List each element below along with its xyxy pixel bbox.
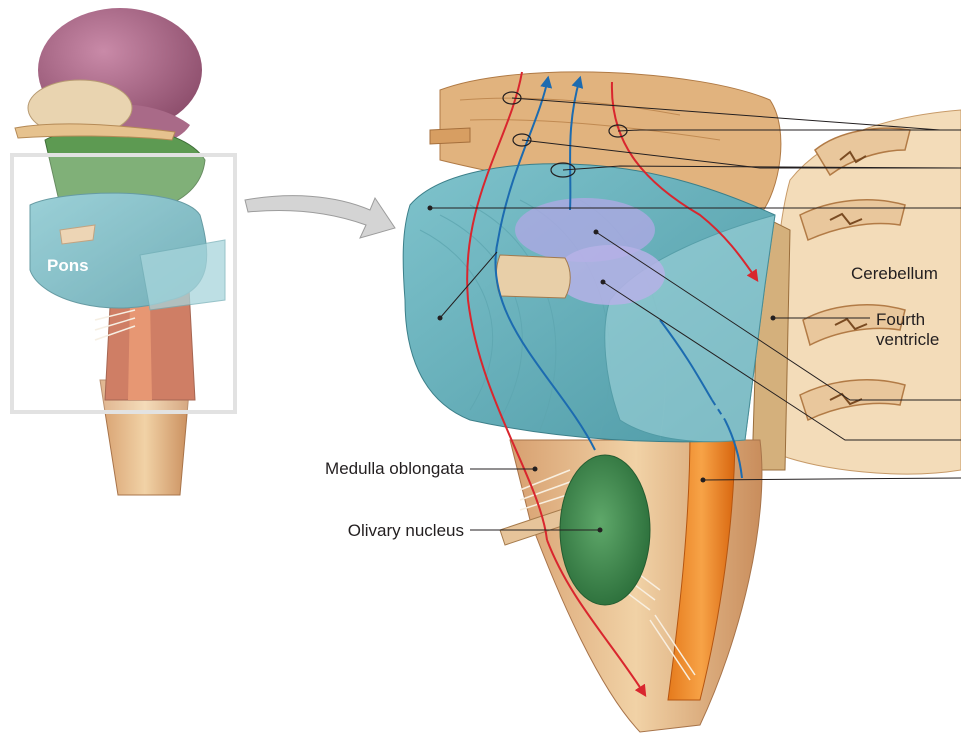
overview-brainstem bbox=[12, 8, 235, 495]
cerebellum-label: Cerebellum bbox=[851, 264, 938, 283]
detail-brainstem bbox=[403, 72, 961, 732]
pons-label: Pons bbox=[47, 256, 89, 276]
fourth-ventricle-label-line1: Fourth bbox=[876, 310, 925, 329]
curved-arrow-icon bbox=[245, 196, 395, 238]
medulla-oblongata-label: Medulla oblongata bbox=[284, 459, 464, 478]
pons-shape bbox=[403, 164, 775, 442]
fourth-ventricle-label-line2: ventricle bbox=[876, 330, 939, 349]
cerebellum bbox=[773, 110, 961, 474]
olivary-nucleus-label: Olivary nucleus bbox=[284, 521, 464, 540]
